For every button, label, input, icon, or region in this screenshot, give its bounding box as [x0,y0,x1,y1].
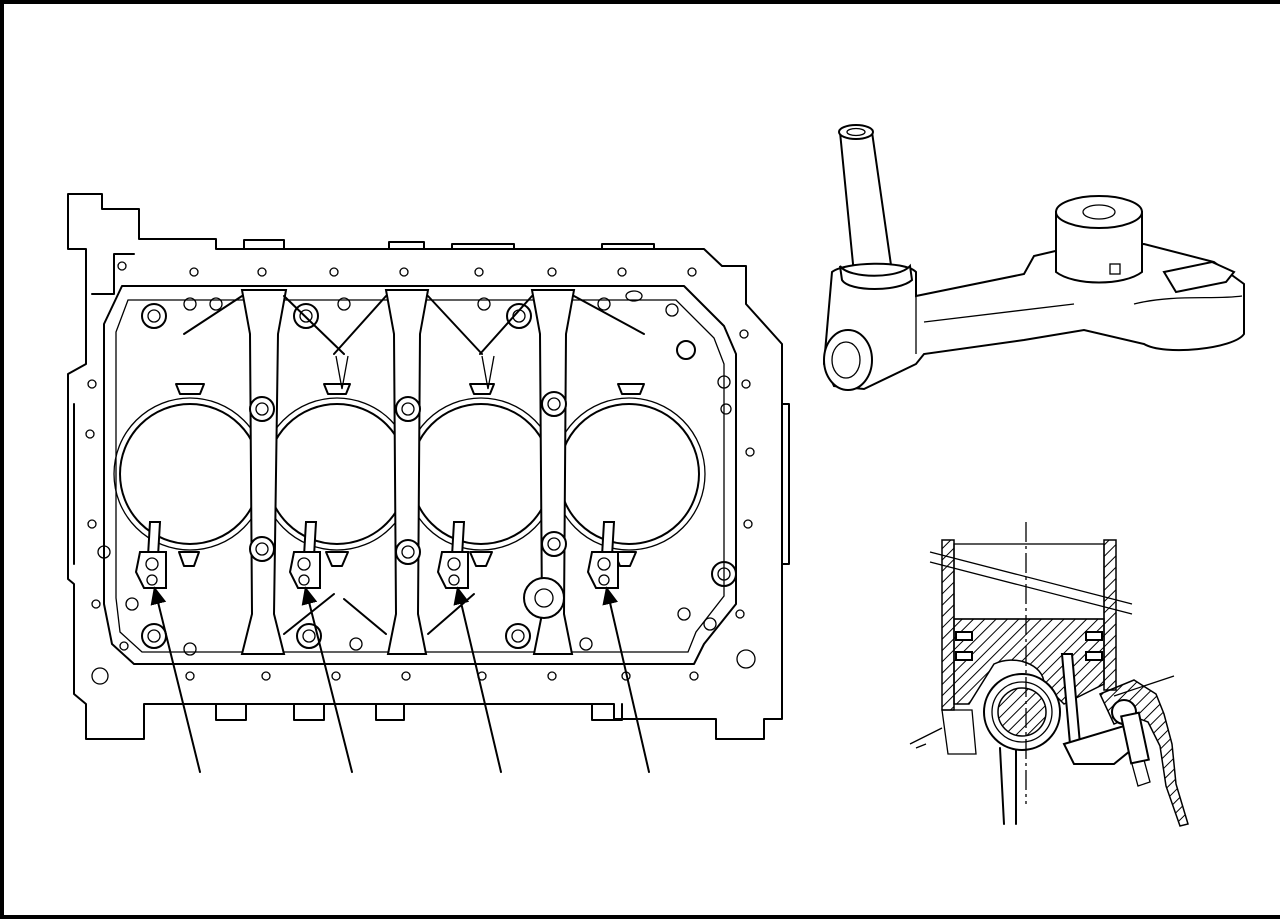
main-bearing-bolts [125,290,737,656]
oil-jet-cross-section [909,522,1189,827]
callout-arrow-2 [301,586,353,773]
engine-block [67,193,790,773]
oil-jet-1 [134,521,167,589]
oil-jet-4 [586,521,619,589]
callout-arrow-4 [602,586,650,773]
oil-jet-2 [288,521,321,589]
block-inner-face [103,285,737,665]
oil-jet-3 [436,521,469,589]
perimeter-bolt-holes [85,261,756,685]
bearing-webs [183,289,645,655]
callout-arrow-1 [150,586,201,773]
illustration [67,124,1245,827]
callout-arrow-3 [453,586,502,773]
oil-jets [134,521,619,589]
block-outline [67,193,783,740]
callout-arrows [150,586,650,773]
oil-jet-nozzle [822,124,1245,391]
